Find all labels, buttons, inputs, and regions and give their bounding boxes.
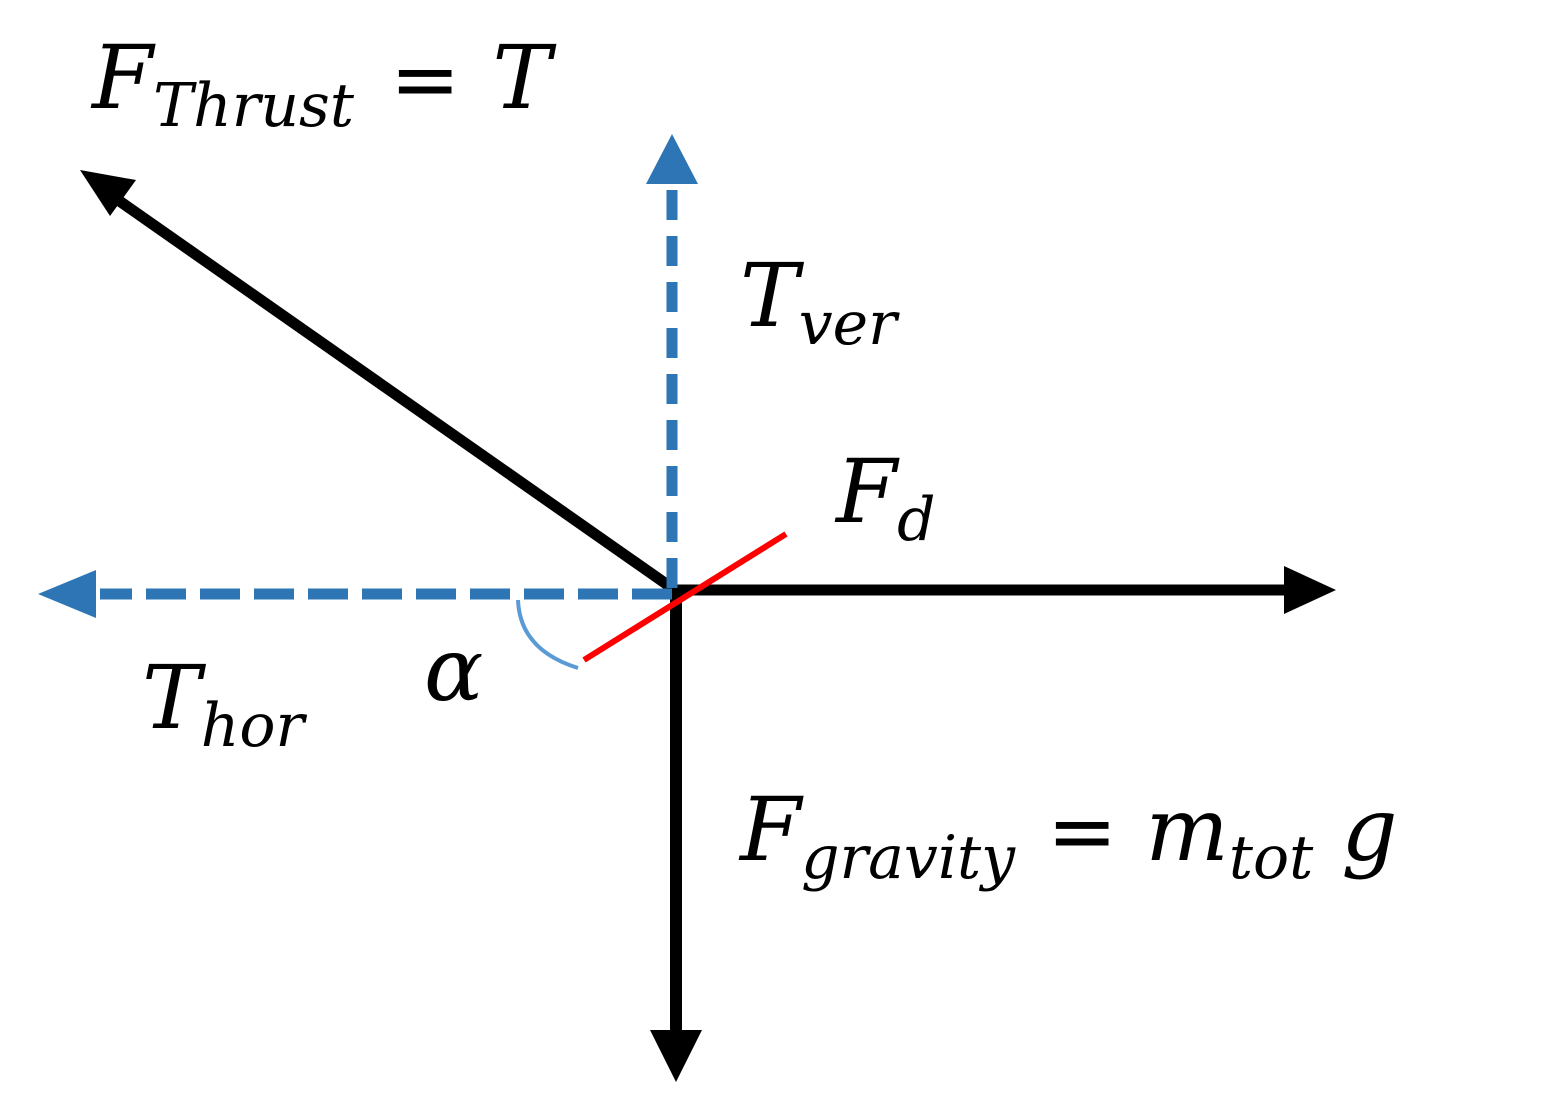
horizontal-force-arrow [672, 566, 1336, 614]
thrust-label: FThrust=T [90, 26, 557, 141]
drag-force-line [582, 531, 788, 663]
t-hor-label: Thor [142, 646, 307, 761]
drag-label: Fd [834, 440, 935, 555]
t-hor-arrowhead-icon [38, 570, 96, 618]
t-ver-label: Tver [740, 244, 900, 359]
t-ver-component-arrow [646, 134, 698, 588]
alpha-angle-arc [516, 599, 579, 670]
gravity-arrowhead-icon [650, 1030, 702, 1082]
t-hor-component-arrow [38, 570, 672, 618]
thrust-arrow-shaft [112, 194, 678, 594]
t-ver-arrowhead-icon [646, 134, 698, 184]
thrust-arrowhead-icon [80, 170, 136, 216]
alpha-label: α [424, 618, 483, 721]
thrust-arrow [80, 170, 678, 594]
gravity-arrow [650, 588, 702, 1082]
horizontal-force-arrowhead-icon [1284, 566, 1336, 614]
